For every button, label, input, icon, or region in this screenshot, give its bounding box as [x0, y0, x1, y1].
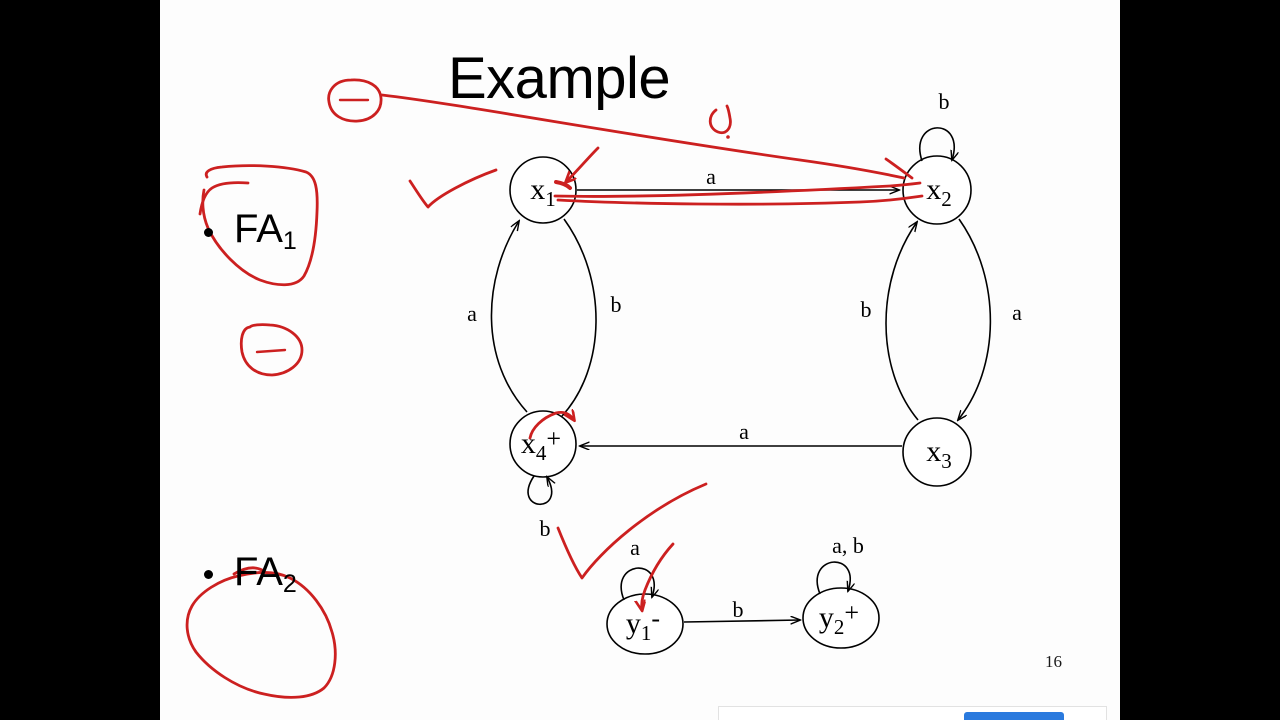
edge-x2-self	[919, 127, 954, 161]
annotation-arrowhead-x2	[884, 157, 914, 180]
presentation-slide[interactable]: Example FA1 FA2 x1 x2 x3 x4+ a b a b a b…	[160, 0, 1120, 720]
bullet-dot-fa1	[204, 228, 213, 237]
node-x1	[509, 156, 577, 224]
edge-x4-x1	[490, 221, 528, 413]
annotation-circled-minus-top	[327, 78, 383, 123]
annotation-circled-minus-left	[239, 323, 304, 377]
edge-x4-self	[527, 476, 552, 505]
edge-x2-x3	[958, 218, 992, 420]
annotation-pointer-line	[380, 93, 906, 180]
primary-action-button[interactable]	[964, 712, 1064, 720]
annotation-minus-stroke-left	[255, 348, 287, 354]
node-y1	[606, 593, 684, 655]
annotation-squiggle-dot	[726, 135, 730, 139]
annotation-underline-lower	[556, 194, 924, 206]
annotation-squiggle-title	[708, 104, 732, 135]
annotation-lasso-fa1	[201, 164, 319, 287]
annotation-lasso-fa2	[185, 571, 337, 699]
fa2-graph	[606, 561, 880, 655]
node-x4	[509, 410, 577, 478]
page-number: 16	[1045, 652, 1062, 671]
annotation-arrow-into-x1	[566, 146, 600, 182]
bullet-label-fa1: FA1	[234, 207, 297, 255]
fa1-graph	[490, 127, 992, 505]
annotation-lasso-fa1-inner	[198, 181, 250, 216]
bottom-popup-panel[interactable]	[718, 706, 1107, 720]
annotation-arrow-into-x4	[528, 412, 574, 440]
bullet-label-fa2: FA2	[234, 550, 297, 598]
annotation-check-y1	[556, 482, 708, 580]
edge-y1-self	[620, 567, 654, 601]
edge-x3-x2	[885, 222, 919, 421]
edge-y1-y2	[683, 620, 800, 622]
edge-x1-x4	[561, 218, 597, 417]
annotation-underline-upper	[553, 181, 922, 198]
node-x2	[902, 155, 972, 225]
annotation-lasso-fa2-tail	[232, 566, 264, 576]
ink-annotations	[185, 78, 924, 699]
annotation-minus-on-x1	[554, 180, 572, 190]
edge-y2-self	[816, 561, 850, 595]
annotation-arrow-into-y1	[642, 542, 675, 610]
node-y2	[802, 587, 880, 649]
annotation-check-x1	[408, 168, 498, 209]
node-x3	[902, 417, 972, 487]
page-title: Example	[448, 46, 671, 111]
bullet-dot-fa2	[204, 570, 213, 579]
slide-graphics	[185, 78, 992, 699]
